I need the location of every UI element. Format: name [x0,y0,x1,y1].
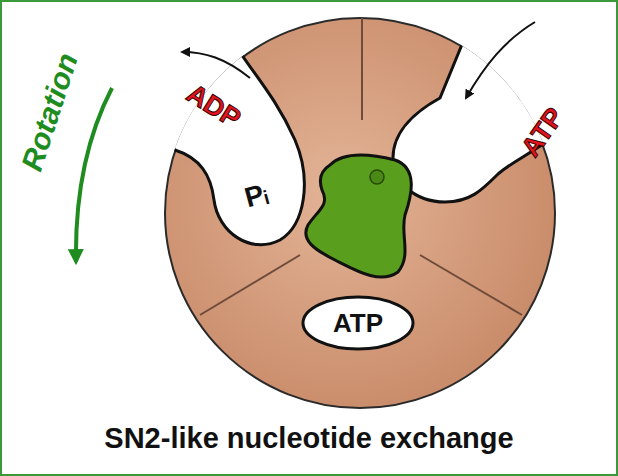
left-cleft [140,30,304,245]
site-oval-outline [303,297,413,349]
gamma-subunit [306,155,411,277]
binding-arrow [466,22,535,98]
gamma-dot [370,170,384,184]
rotation-label: Rotation [15,49,85,175]
right-cleft [393,25,590,202]
nucleotide-site: ATP [301,295,415,351]
node-text: ATP [333,308,383,339]
rotation-arrow [76,88,112,262]
release-arrow [182,52,250,78]
caption: SN2-like nucleotide exchange [104,422,513,455]
